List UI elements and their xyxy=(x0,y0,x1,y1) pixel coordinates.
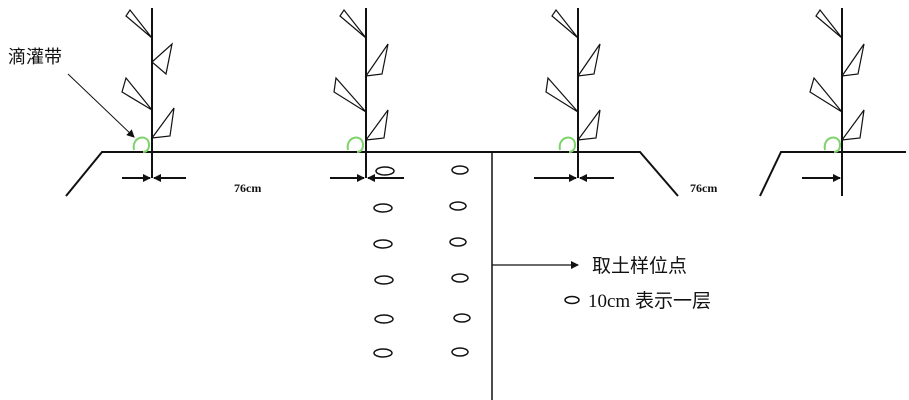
sample-point xyxy=(453,313,471,323)
drip-tape-4 xyxy=(823,136,842,153)
legend-layer-label: 10cm 表示一层 xyxy=(588,290,711,312)
drip-tape-pointer xyxy=(67,73,135,138)
sampling-points xyxy=(373,165,471,358)
sample-point xyxy=(451,165,469,175)
plant-2 xyxy=(333,8,389,178)
plant-4 xyxy=(809,8,865,196)
sample-point xyxy=(373,239,393,249)
sample-point xyxy=(374,275,394,285)
spacing-label-left: 76cm xyxy=(234,181,261,195)
plant-1 xyxy=(121,8,175,178)
drip-tape-label: 滴灌带 xyxy=(8,47,62,68)
legend-sampling-label: 取土样位点 xyxy=(592,255,687,277)
sample-point xyxy=(451,347,469,357)
ground-profile xyxy=(65,151,906,197)
spacing-label-right: 76cm xyxy=(690,181,717,195)
drip-tapes xyxy=(132,136,842,153)
sample-point xyxy=(451,273,469,283)
sample-point xyxy=(375,166,395,176)
drip-tape-2 xyxy=(346,136,365,153)
drip-tape-1 xyxy=(132,136,151,153)
sample-point xyxy=(373,348,393,358)
plant-3 xyxy=(545,8,601,178)
sample-point xyxy=(373,203,393,213)
sample-point xyxy=(449,237,467,247)
drip-tape-3 xyxy=(558,136,577,153)
sample-point xyxy=(374,314,394,324)
sample-point xyxy=(449,201,467,211)
legend-oval-icon xyxy=(564,295,580,305)
